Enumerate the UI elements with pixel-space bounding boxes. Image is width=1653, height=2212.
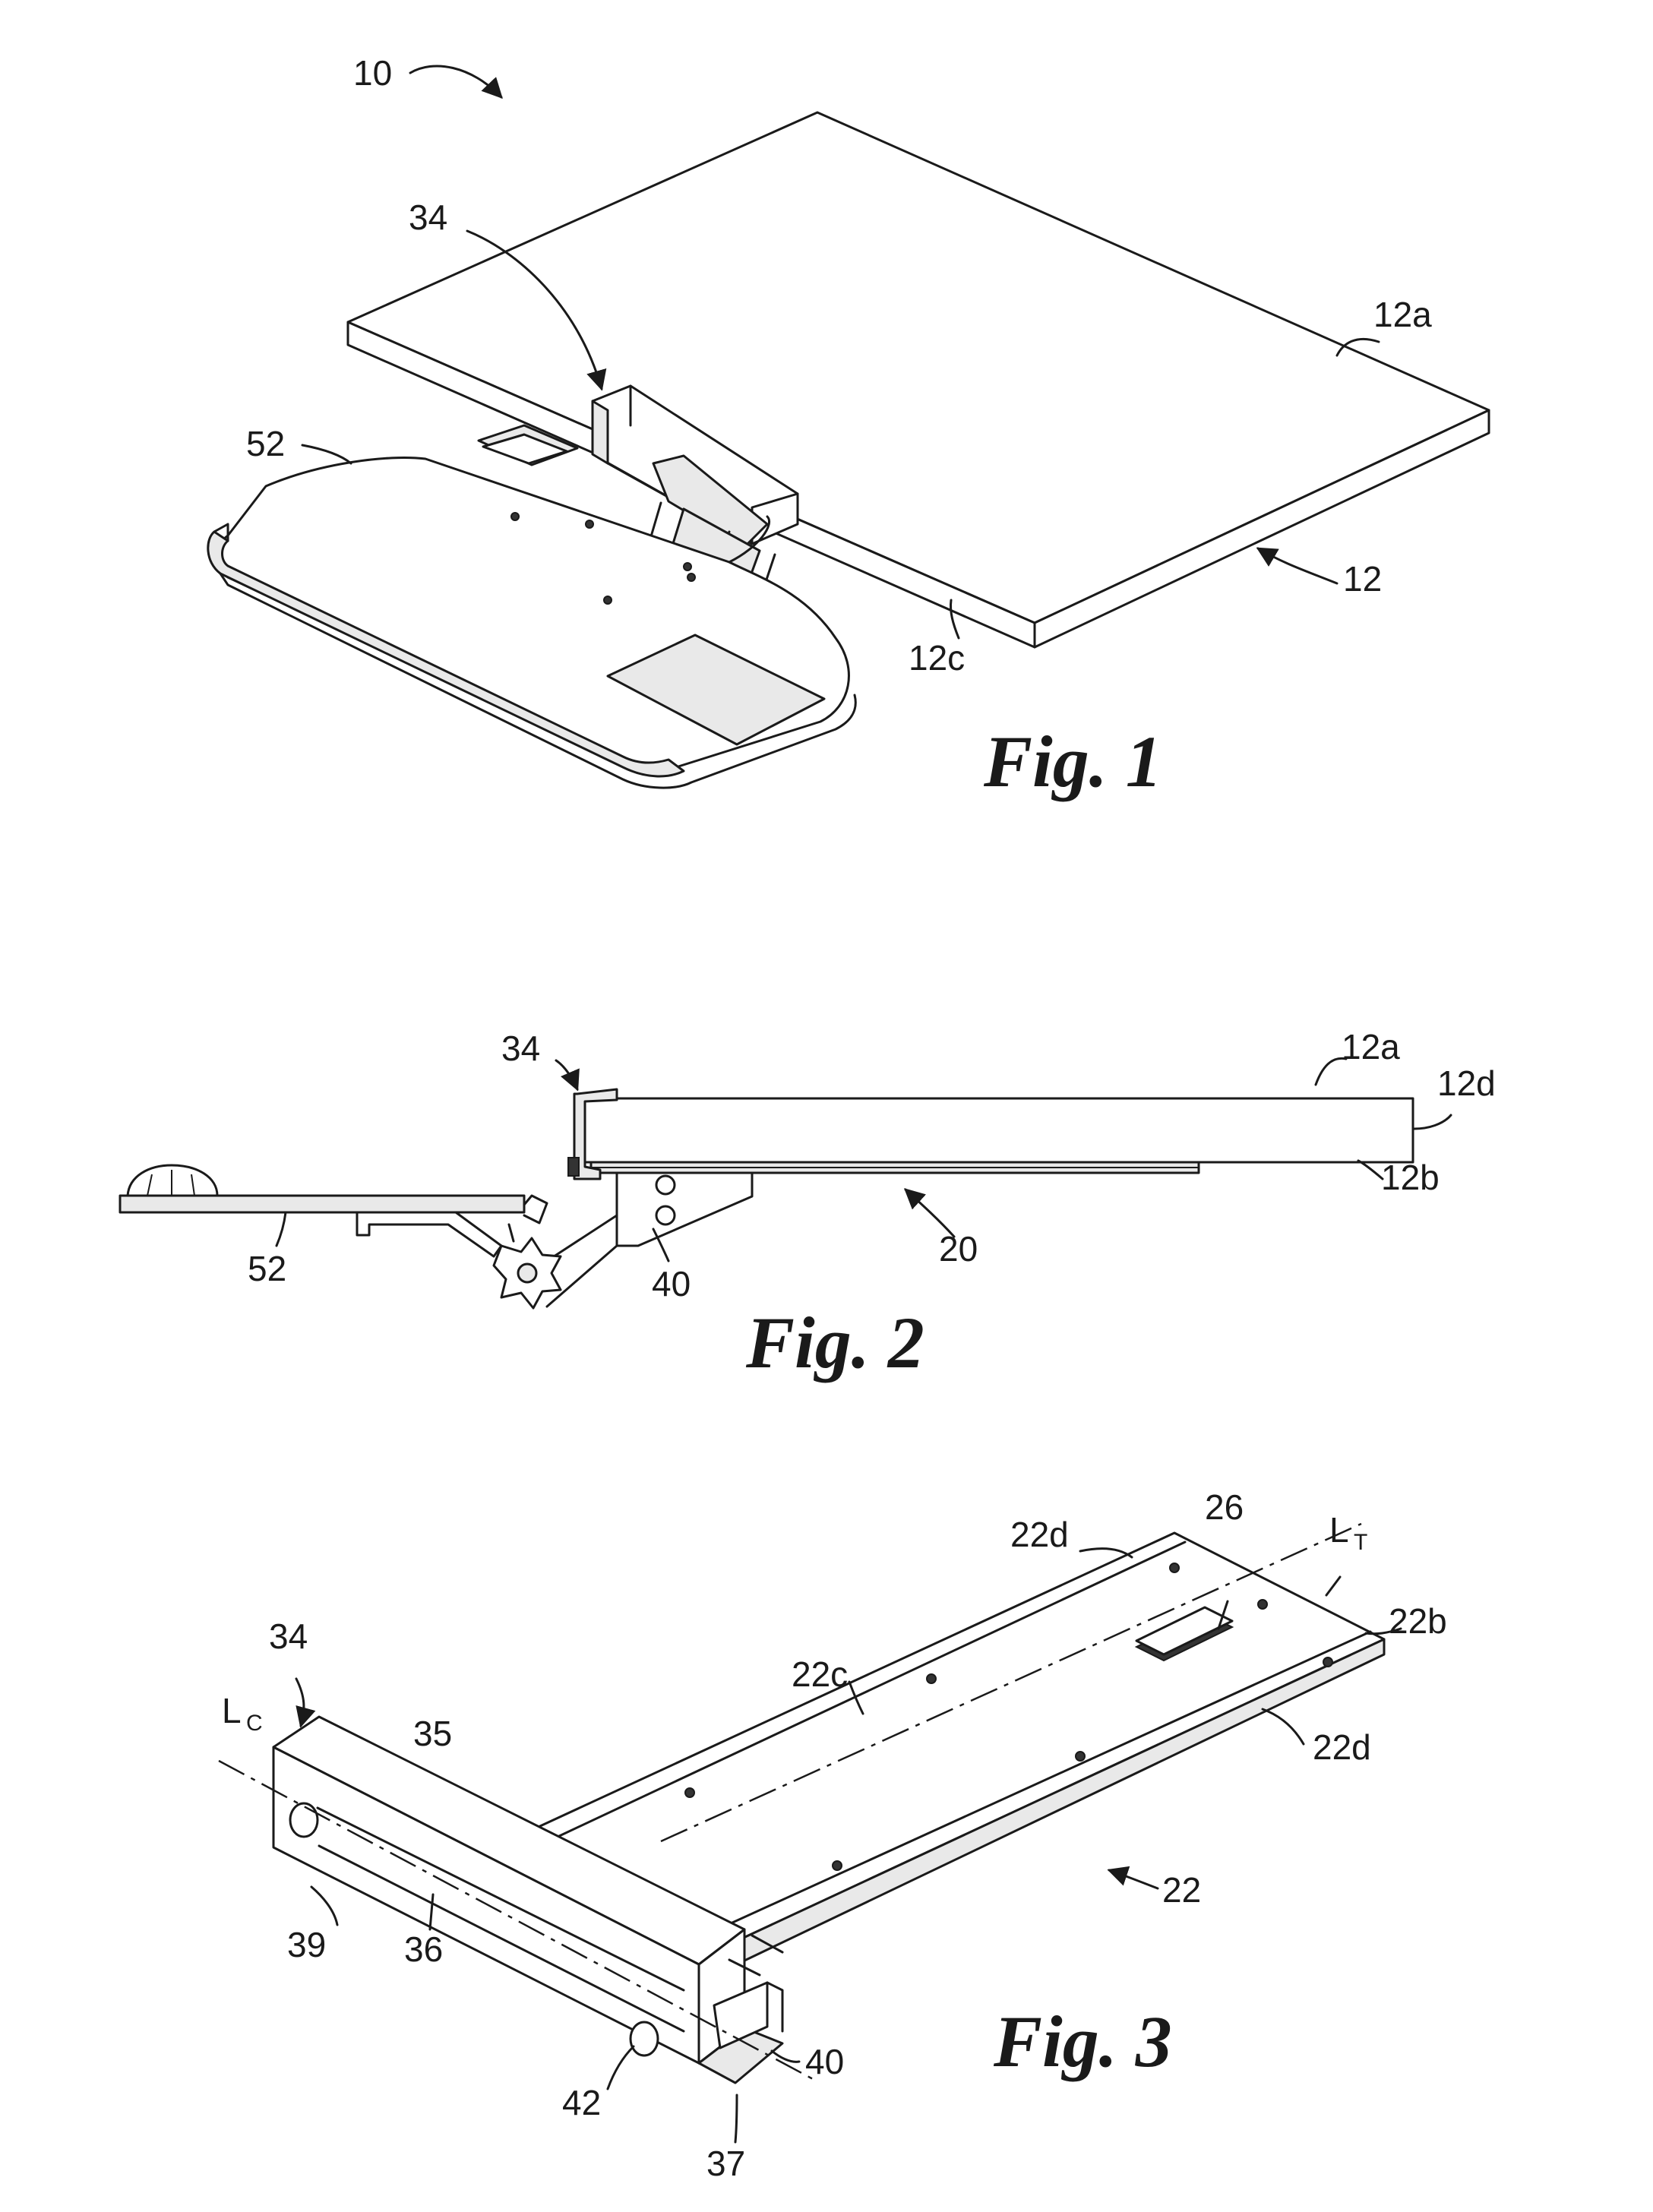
bracket-40 — [547, 1173, 752, 1307]
label-22d-bottom: 22d — [1313, 1727, 1371, 1767]
label-lt: L — [1329, 1510, 1349, 1550]
track-20 — [591, 1162, 1199, 1173]
label-12c: 12c — [909, 638, 965, 678]
label-12d: 12d — [1437, 1063, 1496, 1103]
label-52: 52 — [248, 1249, 286, 1288]
label-lc: L — [222, 1691, 242, 1730]
keyboard-tray-52-side — [120, 1165, 547, 1256]
label-42: 42 — [562, 2083, 601, 2122]
label-10: 10 — [353, 53, 392, 93]
label-22b: 22b — [1389, 1601, 1447, 1641]
label-34: 34 — [269, 1616, 308, 1656]
label-22d-top: 22d — [1010, 1515, 1069, 1554]
desk-surface-12-side — [579, 1098, 1413, 1162]
figure-1: 10 34 12a 52 12 12c Fig. 1 — [208, 53, 1489, 802]
label-12a: 12a — [1373, 295, 1432, 334]
label-34: 34 — [501, 1029, 540, 1068]
label-52: 52 — [246, 424, 285, 463]
figure-3: 22d 26 L T 34 22c 22b L C 35 22d 22 39 3… — [219, 1487, 1447, 2183]
figure-3-caption: Fig. 3 — [993, 2001, 1172, 2082]
label-26: 26 — [1205, 1487, 1244, 1527]
label-22: 22 — [1162, 1870, 1201, 1910]
label-40: 40 — [652, 1264, 691, 1304]
label-lt-subscript: T — [1354, 1530, 1367, 1555]
label-35: 35 — [413, 1714, 452, 1753]
figure-2-caption: Fig. 2 — [745, 1302, 924, 1383]
label-12: 12 — [1343, 559, 1382, 599]
label-39: 39 — [287, 1925, 326, 1964]
label-36: 36 — [404, 1929, 443, 1969]
label-34: 34 — [409, 198, 447, 237]
figure-1-caption: Fig. 1 — [983, 721, 1162, 802]
label-lc-subscript: C — [246, 1711, 263, 1736]
label-20: 20 — [939, 1229, 978, 1269]
label-37: 37 — [706, 2144, 745, 2183]
label-12b: 12b — [1381, 1158, 1440, 1197]
figure-2: 34 12a 12d 12b 52 40 20 Fig. 2 — [120, 1027, 1496, 1383]
label-22c: 22c — [792, 1654, 848, 1694]
label-40: 40 — [805, 2042, 844, 2081]
label-12a: 12a — [1342, 1027, 1400, 1066]
knob — [494, 1238, 561, 1308]
